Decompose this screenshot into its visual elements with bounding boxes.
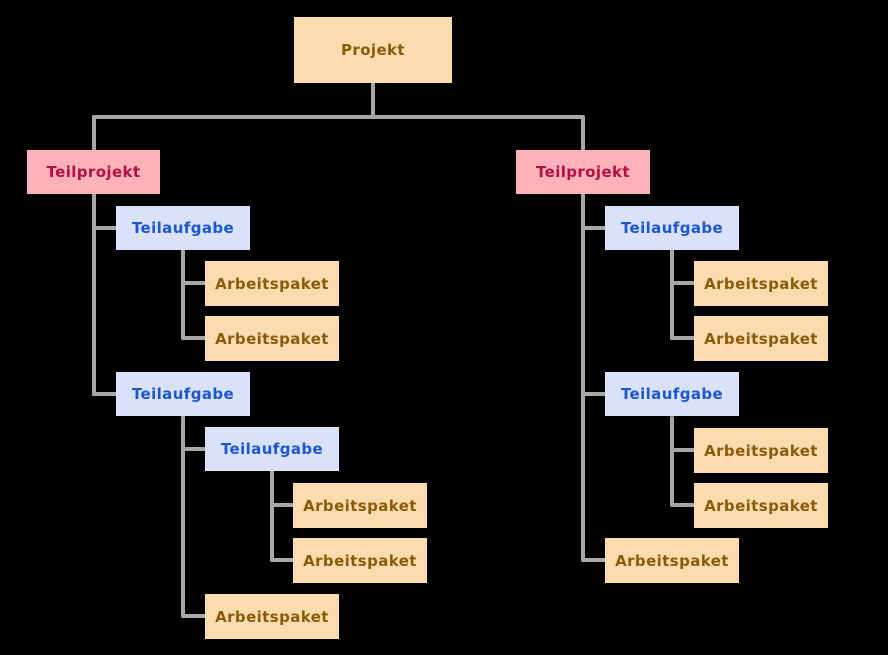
node-teilaufgabe-left-2: Teilaufgabe xyxy=(116,372,250,416)
connector-stub-arbeitspaket-right-2-2 xyxy=(670,503,696,507)
connector-stub-arbeitspaket-right-1-1 xyxy=(670,281,696,285)
connector-stub-arbeitspaket-left-2-2 xyxy=(181,614,207,618)
connector-left-main-vertical xyxy=(92,193,96,396)
connector-stub-teilaufgabe-right-2 xyxy=(581,392,607,396)
node-arbeitspaket-right-1-1: Arbeitspaket xyxy=(694,261,828,306)
connector-stub-teilaufgabe-left-2 xyxy=(92,392,118,396)
node-arbeitspaket-right-2-1: Arbeitspaket xyxy=(694,428,828,473)
connector-stub-arbeitspaket-left-1-2 xyxy=(181,336,207,340)
node-arbeitspaket-left-1-1: Arbeitspaket xyxy=(205,261,339,306)
connector-stub-arbeitspaket-right-1-2 xyxy=(670,336,696,340)
connector-stub-arbeitspaket-right-2-1 xyxy=(670,448,696,452)
connector-drop-teilprojekt-left xyxy=(92,115,96,151)
connector-projekt-stem xyxy=(371,82,375,117)
connector-right-main-vertical xyxy=(581,193,585,562)
node-teilaufgabe-left-2-1: Teilaufgabe xyxy=(205,427,339,471)
connector-teilaufgabe-right-1-vertical xyxy=(670,249,674,340)
node-teilprojekt-left: Teilprojekt xyxy=(27,150,160,194)
node-arbeitspaket-left-2-2: Arbeitspaket xyxy=(205,594,339,639)
node-projekt: Projekt xyxy=(294,17,452,83)
connector-stub-teilaufgabe-right-1 xyxy=(581,226,607,230)
connector-drop-teilprojekt-right xyxy=(581,115,585,151)
node-teilaufgabe-left-1: Teilaufgabe xyxy=(116,206,250,250)
node-arbeitspaket-right-2-2: Arbeitspaket xyxy=(694,483,828,528)
node-arbeitspaket-right-1-2: Arbeitspaket xyxy=(694,316,828,361)
node-arbeitspaket-nested-1: Arbeitspaket xyxy=(293,483,427,528)
connector-stub-arbeitspaket-left-1-1 xyxy=(181,281,207,285)
connector-stub-arbeitspaket-nested-1 xyxy=(270,503,295,507)
connector-stub-arbeitspaket-nested-2 xyxy=(270,558,295,562)
node-arbeitspaket-right-3: Arbeitspaket xyxy=(605,538,739,583)
node-arbeitspaket-nested-2: Arbeitspaket xyxy=(293,538,427,583)
node-teilaufgabe-right-2: Teilaufgabe xyxy=(605,372,739,416)
connector-teilaufgabe-left-2-1-vertical xyxy=(270,470,274,562)
node-teilaufgabe-right-1: Teilaufgabe xyxy=(605,206,739,250)
connector-teilaufgabe-left-2-vertical xyxy=(181,415,185,618)
connector-teilaufgabe-left-1-vertical xyxy=(181,249,185,340)
node-arbeitspaket-left-1-2: Arbeitspaket xyxy=(205,316,339,361)
connector-stub-teilaufgabe-left-1 xyxy=(92,226,118,230)
connector-stub-teilaufgabe-left-2-1 xyxy=(181,447,207,451)
connector-top-horizontal xyxy=(92,115,585,119)
node-teilprojekt-right: Teilprojekt xyxy=(516,150,650,194)
connector-teilaufgabe-right-2-vertical xyxy=(670,416,674,507)
connector-stub-arbeitspaket-right-3 xyxy=(581,558,607,562)
